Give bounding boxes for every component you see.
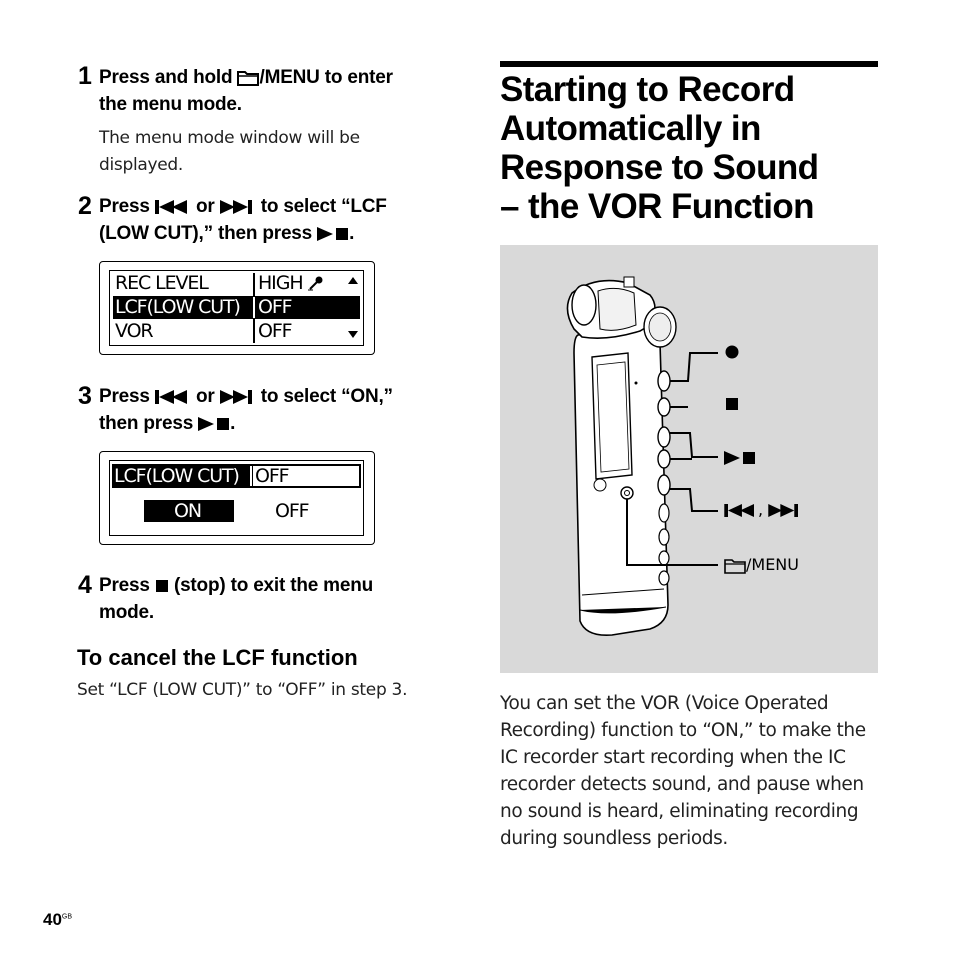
step-instruction: Press or to select “ON,” then press . xyxy=(99,383,459,437)
title-line: Response to Sound xyxy=(500,148,819,187)
step-text: (stop) to exit the menu xyxy=(168,575,374,596)
menu-row-value: OFF xyxy=(258,296,293,318)
step-text: mode. xyxy=(99,602,154,623)
previous-icon xyxy=(724,504,754,517)
title-line: Starting to Record xyxy=(500,70,795,109)
step-text: to select “LCF xyxy=(255,196,387,217)
subheading-cancel-lcf: To cancel the LCF function xyxy=(77,645,358,670)
step-number: 2 xyxy=(78,192,92,220)
step-number: 4 xyxy=(78,571,92,599)
body-line: The menu mode window will be xyxy=(99,128,360,148)
play-stop-icon xyxy=(198,416,230,431)
paragraph-line: Recording) function to “ON,” to make the xyxy=(500,720,866,741)
callout-menu: /MENU xyxy=(724,555,799,575)
menu-column-divider xyxy=(250,466,252,486)
step-text: Press and hold xyxy=(99,67,238,88)
menu-screen-inner: LCF(LOW CUT) OFF ON OFF xyxy=(109,460,364,536)
option-off-label: OFF xyxy=(275,500,310,522)
step-text: to select “ON,” xyxy=(255,386,393,407)
step-number: 3 xyxy=(78,382,92,410)
menu-row-label: VOR xyxy=(115,320,154,342)
menu-header-label: LCF(LOW CUT) xyxy=(114,465,240,487)
menu-column-divider xyxy=(253,297,255,318)
step-text: . xyxy=(230,413,236,434)
page-number: 40GB xyxy=(43,910,72,930)
folder-icon xyxy=(724,558,746,574)
stop-icon xyxy=(155,579,168,592)
menu-row-label: LCF(LOW CUT) xyxy=(115,296,241,318)
ic-recorder-drawing xyxy=(566,276,718,637)
paragraph-line: You can set the VOR (Voice Operated xyxy=(500,693,829,714)
option-on-selected xyxy=(144,500,234,522)
step-text: the menu mode. xyxy=(99,94,242,115)
title-line: – the VOR Function xyxy=(500,187,815,226)
step-text: or xyxy=(190,196,220,217)
vor-description: You can set the VOR (Voice Operated Reco… xyxy=(500,690,890,852)
step-text: Press xyxy=(99,196,155,217)
step-number: 1 xyxy=(78,62,92,90)
step-text: Press xyxy=(99,386,155,407)
folder-icon xyxy=(237,70,260,86)
section-title: Starting to Record Automatically in Resp… xyxy=(500,70,900,226)
paragraph-line: IC recorder start recording when the IC xyxy=(500,747,846,768)
step-description: The menu mode window will be displayed. xyxy=(99,125,439,179)
step-text: Press xyxy=(99,575,155,596)
step-text: then press xyxy=(99,413,199,434)
next-icon xyxy=(219,199,252,214)
page-number-value: 40 xyxy=(43,910,62,929)
stop-icon xyxy=(726,398,738,410)
menu-row-highlight xyxy=(113,296,360,319)
menu-screen-lcf-options: LCF(LOW CUT) OFF ON OFF xyxy=(99,451,375,545)
step-instruction: Press (stop) to exit the menu mode. xyxy=(99,572,459,626)
callout-prev-next: , xyxy=(724,501,802,519)
menu-header-value-box xyxy=(253,466,359,486)
menu-header-value: OFF xyxy=(255,465,290,487)
step-instruction: Press or to select “LCF (LOW CUT),” then… xyxy=(99,193,459,247)
previous-icon xyxy=(154,199,187,214)
menu-row-value: HIGH xyxy=(258,272,304,294)
option-on-label: ON xyxy=(174,500,202,522)
cancel-description: Set “LCF (LOW CUT)” to “OFF” in step 3. xyxy=(77,680,408,700)
recorder-illustration: , /MENU xyxy=(500,245,878,673)
previous-icon xyxy=(154,389,187,404)
menu-row-label: REC LEVEL xyxy=(115,272,209,294)
paragraph-line: during soundless periods. xyxy=(500,828,728,849)
play-stop-icon xyxy=(317,226,349,241)
step-text: or xyxy=(190,386,220,407)
menu-screen-inner: REC LEVEL HIGH LCF(LOW CUT) OFF VOR OFF xyxy=(109,270,364,346)
step-text: . xyxy=(349,223,355,244)
scroll-up-arrow-icon xyxy=(348,277,358,284)
step-instruction: Press and hold /MENU to enter the menu m… xyxy=(99,64,449,118)
title-line: Automatically in xyxy=(500,109,761,148)
play-stop-icon xyxy=(724,451,755,465)
paragraph-line: no sound is heard, eliminating recording xyxy=(500,801,859,822)
callout-separator: , xyxy=(758,500,769,519)
body-line: displayed. xyxy=(99,155,184,175)
step-text: /MENU to enter xyxy=(259,67,393,88)
next-icon xyxy=(219,389,252,404)
paragraph-line: recorder detects sound, and pause when xyxy=(500,774,864,795)
menu-row-value: OFF xyxy=(258,320,293,342)
next-icon xyxy=(768,504,799,517)
title-rule xyxy=(500,61,878,67)
callout-menu-label: /MENU xyxy=(746,555,799,574)
record-icon xyxy=(725,345,739,359)
microphone-sensitivity-icon xyxy=(308,276,323,291)
page-region-suffix: GB xyxy=(61,913,73,921)
step-text: (LOW CUT),” then press xyxy=(99,223,318,244)
scroll-down-arrow-icon xyxy=(348,331,358,338)
menu-screen-lcf: REC LEVEL HIGH LCF(LOW CUT) OFF VOR OFF xyxy=(99,261,375,355)
